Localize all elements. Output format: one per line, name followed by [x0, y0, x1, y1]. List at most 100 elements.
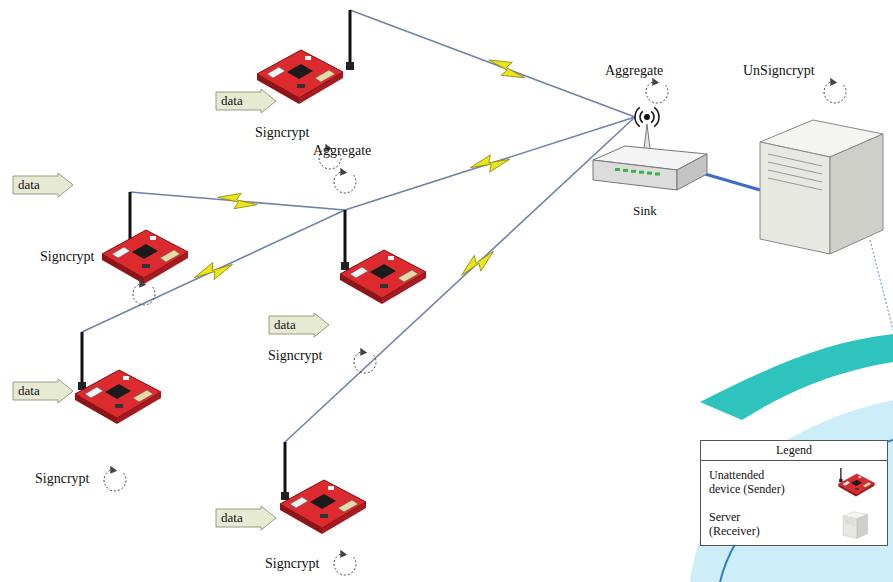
radio-link: [82, 210, 345, 332]
component: [388, 256, 394, 260]
radio-link-line: [345, 117, 635, 210]
sensor-board: [340, 250, 426, 298]
legend-sample: [831, 506, 879, 542]
radio-link-line: [130, 192, 345, 210]
antenna: [349, 10, 352, 68]
server-side: [857, 514, 868, 538]
connector: [85, 387, 103, 398]
legend-row: Server (Receiver): [701, 503, 887, 545]
sensor-board: [257, 50, 343, 98]
connector: [112, 247, 130, 258]
wired-link-line: [705, 174, 760, 190]
legend-title: Legend: [701, 441, 887, 461]
decor-swoosh: [690, 400, 893, 582]
loop-arrowhead: [340, 550, 347, 558]
lightning-bolt: [485, 54, 528, 83]
node-label: Aggregate: [605, 62, 663, 79]
node-label: Signcrypt: [265, 555, 319, 572]
connector: [290, 497, 308, 508]
loop-arrowhead: [110, 466, 117, 474]
node-label: Signcrypt: [40, 248, 94, 265]
radio-wave: [640, 111, 643, 122]
sensor-board: [75, 370, 161, 418]
radio-link: [285, 117, 635, 442]
antenna: [284, 442, 287, 498]
antenna-base: [346, 62, 354, 70]
component: [123, 376, 129, 380]
node-label: data: [18, 382, 40, 399]
antenna: [81, 332, 84, 388]
illustration: [265, 140, 435, 380]
process-loop: [334, 554, 356, 575]
process-loop: [133, 284, 155, 305]
data-arrow: data: [215, 505, 277, 531]
component: [855, 488, 858, 490]
radio-wave: [654, 107, 659, 126]
server-front: [843, 516, 857, 538]
decor-line: [870, 240, 893, 330]
component: [305, 56, 311, 60]
connector: [133, 390, 153, 402]
component: [859, 476, 862, 478]
router-side: [677, 154, 707, 190]
component: [328, 486, 334, 490]
node-label: Aggregate: [313, 142, 371, 159]
router-led: [631, 170, 636, 173]
router-led: [655, 173, 660, 176]
lightning-bolt: [457, 244, 497, 283]
server-front: [760, 142, 830, 254]
component: [320, 514, 328, 518]
process-loop: [354, 352, 376, 373]
data-arrow-shape: [216, 89, 276, 113]
server: UnSigncrypt: [735, 62, 887, 247]
radio-link: [350, 10, 635, 117]
legend-label: Unattended device (Sender): [709, 468, 793, 496]
connector: [398, 270, 418, 282]
legend-label: Server (Receiver): [709, 510, 793, 538]
chip: [370, 264, 396, 279]
loop-arrowhead: [360, 348, 367, 356]
router-front: [593, 160, 677, 190]
loop-arrowhead: [830, 78, 837, 86]
lightning-bolt: [469, 150, 512, 177]
illustration: [10, 330, 160, 495]
process-loop: [646, 82, 668, 103]
legend-row: Unattended device (Sender): [701, 461, 887, 503]
sink-gateway: AggregateSink: [585, 62, 715, 227]
radio-link-line: [82, 210, 345, 332]
chip: [310, 494, 336, 509]
sensor-board: [280, 480, 366, 528]
router-led: [623, 169, 628, 172]
radio-link-line: [285, 117, 635, 442]
process-loop: [334, 172, 356, 193]
router-led: [615, 168, 620, 171]
chip: [132, 244, 158, 259]
radio-dot: [644, 114, 650, 120]
chip: [105, 384, 131, 399]
node-label: UnSigncrypt: [743, 62, 815, 79]
lightning-bolt: [217, 191, 258, 210]
router-led: [647, 172, 652, 175]
chip: [287, 64, 313, 79]
sensor-device: Signcrypt: [225, 440, 375, 578]
connector: [863, 482, 871, 487]
node-label: Sink: [633, 202, 657, 219]
data-arrow: data: [268, 312, 330, 338]
loop-arrowhead: [652, 78, 659, 86]
drive-bay: [845, 523, 856, 525]
legend-device-icon: [838, 468, 874, 497]
data-arrow-shape: [269, 313, 329, 337]
loop-arrowhead: [139, 280, 146, 288]
loop-arrowhead: [340, 168, 347, 176]
node-label: data: [274, 316, 296, 333]
illustration: [585, 62, 715, 227]
node-label: data: [221, 509, 243, 526]
legend-heading: Legend: [776, 443, 812, 457]
component: [297, 84, 305, 88]
component: [115, 404, 123, 408]
connector: [315, 70, 335, 82]
legend-server-icon: [843, 512, 868, 539]
drive-bay: [768, 178, 822, 190]
radio-link: [345, 117, 635, 210]
